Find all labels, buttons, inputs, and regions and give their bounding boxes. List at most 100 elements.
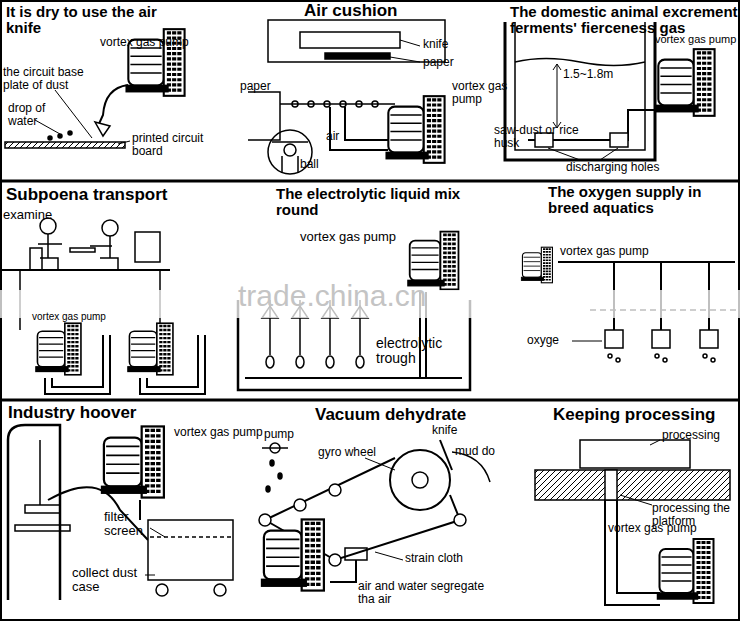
- dehydrate-sketch-part: [278, 473, 282, 479]
- processing-sketch: [535, 440, 730, 605]
- dehydrate-sketch-part: [412, 472, 428, 488]
- part-label: vortex gas pump: [452, 80, 514, 105]
- ferment-tank-sketch-part: [553, 64, 561, 128]
- processing-sketch-part: [535, 470, 730, 500]
- air-cushion-sketch-part: [284, 144, 296, 156]
- transport-sketch-part: [140, 335, 205, 394]
- part-label: vortex gas pump: [655, 34, 736, 46]
- electrolytic-trough-sketch-part: [266, 356, 274, 368]
- hoover-sketch-part: [39, 440, 41, 505]
- dehydrate-sketch-part: [294, 499, 306, 511]
- dehydrate-sketch: [259, 440, 490, 591]
- hoover-sketch-part: [15, 525, 70, 531]
- part-label: printed circuit board: [132, 132, 217, 157]
- part-label: examine: [3, 208, 52, 222]
- aquatics-sketch-part: [572, 341, 602, 342]
- part-label: knife: [432, 424, 457, 437]
- part-label: paper: [423, 56, 454, 69]
- transport-sketch-part: [135, 232, 160, 262]
- air-knife-sketch-part: [48, 136, 52, 140]
- transport-sketch-part: [30, 248, 42, 270]
- part-label: mud do: [455, 445, 495, 458]
- aquatics-sketch-part: [700, 330, 718, 348]
- part-label: gyro wheel: [318, 446, 376, 459]
- dehydrate-sketch-part: [365, 458, 403, 560]
- air-knife-sketch-part: [58, 134, 62, 138]
- air-knife-sketch-part: [68, 131, 72, 135]
- dehydrate-sketch-part: [259, 514, 271, 526]
- part-label: discharging holes: [566, 161, 659, 174]
- dehydrate-sketch-part: [262, 447, 288, 449]
- dehydrate-sketch-part: [329, 484, 341, 496]
- panel-title: Subpoena transport: [6, 186, 168, 204]
- part-label: collect dust case: [72, 566, 152, 593]
- aquatics-sketch-part: [663, 358, 667, 362]
- dehydrate-sketch-part: [270, 443, 280, 453]
- electrolytic-trough-sketch-part: [356, 356, 364, 368]
- hoover-sketch-part: [8, 425, 60, 600]
- ferment-tank-sketch-part: [548, 148, 618, 160]
- part-label: vortex gas pump: [100, 36, 189, 49]
- processing-sketch-part: [580, 440, 690, 468]
- dehydrate-sketch-part: [454, 514, 466, 526]
- ferment-tank-sketch-part: [505, 22, 655, 160]
- transport-sketch-part: [45, 335, 110, 394]
- dehydrate-sketch-part: [270, 460, 274, 466]
- aquatics-sketch-part: [711, 358, 715, 362]
- hoover-sketch-part: [214, 584, 226, 596]
- part-label: paper: [240, 80, 271, 93]
- ferment-tank-sketch-part: [610, 133, 628, 147]
- panel-title: The oxygen supply in breed aquatics: [548, 184, 738, 216]
- air-cushion-sketch-part: [292, 101, 298, 107]
- air-cushion-sketch-part: [330, 107, 388, 150]
- air-knife-sketch-part: [95, 122, 110, 136]
- electrolytic-trough-sketch-part: [326, 356, 334, 368]
- dehydrate-sketch-part: [330, 560, 356, 582]
- transport-sketch-part: [90, 236, 118, 270]
- aquatics-sketch-part: [521, 247, 552, 283]
- part-label: air and water segregate tha air: [358, 580, 488, 605]
- part-label: the circuit base plate of dust: [3, 66, 103, 91]
- hoover-sketch-part: [156, 584, 168, 596]
- aquatics-sketch-part: [605, 330, 623, 348]
- ferment-tank-sketch-part: [656, 49, 714, 116]
- part-label: electrolytic trough: [376, 336, 466, 365]
- dehydrate-sketch-part: [266, 486, 270, 492]
- hoover-sketch-part: [148, 520, 233, 580]
- part-label: vortex gas pump: [560, 245, 649, 258]
- part-label: saw-dust or rice husk: [494, 124, 579, 149]
- dimension-label: 1.5~1.8m: [563, 68, 613, 81]
- processing-sketch-part: [605, 470, 617, 500]
- air-cushion-sketch-part: [340, 101, 346, 107]
- part-label: vortex gas pump: [608, 522, 697, 535]
- hoover-sketch-part: [25, 505, 60, 513]
- panel-title: Air cushion: [304, 2, 398, 20]
- aquatics-sketch-part: [616, 358, 620, 362]
- aquatics-sketch-part: [652, 330, 670, 348]
- dehydrate-sketch-part: [440, 440, 452, 470]
- hoover-sketch: [8, 425, 233, 600]
- panel-title: Industry hoover: [8, 404, 136, 422]
- air-cushion-sketch-part: [324, 101, 330, 107]
- part-label: processing: [662, 429, 720, 442]
- processing-sketch-part: [620, 440, 660, 505]
- part-label: pump: [264, 428, 294, 441]
- panel-title: The electrolytic liquid mix round: [276, 186, 486, 218]
- dehydrate-sketch-part: [390, 450, 450, 510]
- electrolytic-trough-sketch-part: [296, 356, 304, 368]
- air-knife-sketch-part: [98, 85, 128, 126]
- hoover-sketch-part: [139, 500, 141, 520]
- part-label: filter screen: [104, 510, 164, 537]
- dehydrate-sketch-part: [345, 548, 367, 560]
- frame-part: [0, 180, 740, 183]
- dehydrate-sketch-part: [329, 554, 341, 566]
- part-label: air: [326, 130, 339, 143]
- ferment-tank-sketch-part: [515, 59, 645, 66]
- transport-sketch-part: [128, 323, 173, 375]
- transport-sketch-part: [102, 220, 118, 236]
- part-label: oxyge: [527, 334, 559, 347]
- air-cushion-sketch-part: [268, 20, 445, 62]
- part-label: knife: [423, 38, 448, 51]
- part-label: vortex gas pump: [174, 426, 263, 439]
